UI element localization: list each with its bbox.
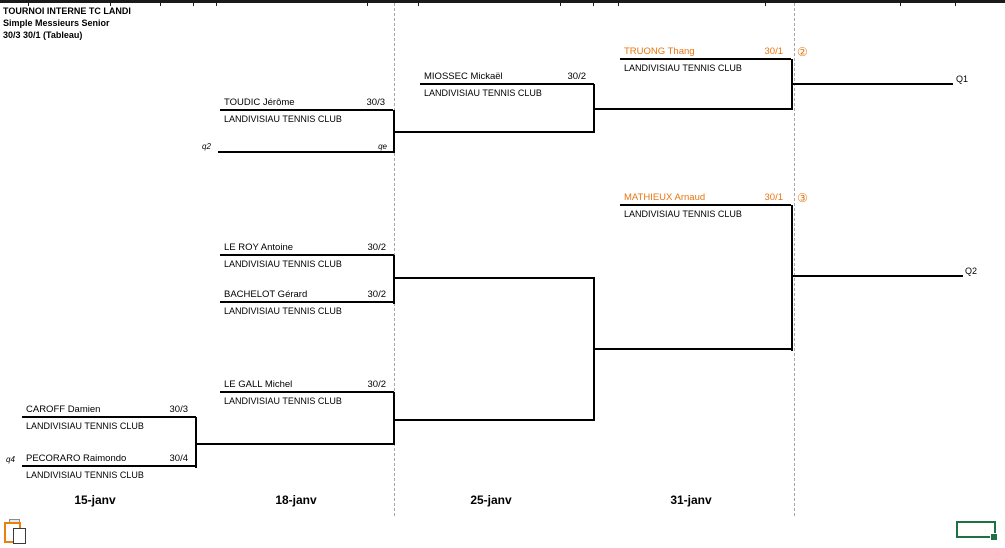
column-tick bbox=[418, 3, 419, 6]
column-tick bbox=[955, 3, 956, 6]
bracket-line-toudic-winner bbox=[393, 131, 595, 133]
round-date-1: 15-janv bbox=[74, 493, 116, 507]
player-club: LANDIVISIAU TENNIS CLUB bbox=[624, 63, 742, 73]
player-club: LANDIVISIAU TENNIS CLUB bbox=[224, 114, 342, 124]
bracket-joint bbox=[393, 110, 395, 153]
bracket-entry-bachelot: BACHELOT Gérard 30/2 LANDIVISIAU TENNIS C… bbox=[220, 288, 394, 316]
bracket-entry-leroy: LE ROY Antoine 30/2 LANDIVISIAU TENNIS CL… bbox=[220, 241, 394, 269]
player-rating: 30/2 bbox=[367, 289, 387, 300]
bracket-line-leroy-winner bbox=[393, 277, 595, 279]
fill-handle[interactable] bbox=[990, 533, 998, 541]
bracket-line-miossec-winner bbox=[593, 108, 793, 110]
player-rating: 30/4 bbox=[169, 453, 189, 464]
player-club: LANDIVISIAU TENNIS CLUB bbox=[224, 396, 342, 406]
player-name: LE GALL Michel bbox=[224, 379, 293, 390]
bracket-joint bbox=[393, 392, 395, 445]
player-rating: 30/3 bbox=[366, 97, 386, 108]
player-name: BACHELOT Gérard bbox=[224, 289, 308, 300]
player-name: MATHIEUX Arnaud bbox=[624, 192, 706, 203]
paste-options-icon[interactable] bbox=[4, 519, 31, 546]
player-name: MIOSSEC Mickaël bbox=[424, 71, 503, 82]
selected-cell-outline[interactable] bbox=[956, 521, 996, 538]
player-club: LANDIVISIAU TENNIS CLUB bbox=[26, 470, 144, 480]
bracket-entry-toudic: TOUDIC Jérôme 30/3 LANDIVISIAU TENNIS CLU… bbox=[220, 96, 393, 124]
player-rating: 30/1 bbox=[764, 192, 784, 203]
player-club: LANDIVISIAU TENNIS CLUB bbox=[26, 421, 144, 431]
qualifier-slot-q2: q2 bbox=[202, 142, 211, 151]
player-club: LANDIVISIAU TENNIS CLUB bbox=[624, 209, 742, 219]
column-tick bbox=[110, 3, 111, 6]
column-tick bbox=[593, 3, 594, 6]
column-tick bbox=[193, 3, 194, 6]
bracket-entry-mathieux: MATHIEUX Arnaud 30/1 LANDIVISIAU TENNIS C… bbox=[620, 191, 791, 219]
column-tick bbox=[160, 3, 161, 6]
round-date-4: 31-janv bbox=[670, 493, 712, 507]
page-break-line bbox=[794, 3, 795, 516]
column-tick bbox=[560, 3, 561, 6]
bracket-line-caroff-winner bbox=[195, 443, 395, 445]
column-tick bbox=[216, 3, 217, 6]
round-date-3: 25-janv bbox=[470, 493, 512, 507]
output-label-q2: Q2 bbox=[965, 266, 978, 276]
player-rating: 30/2 bbox=[367, 242, 387, 253]
tournament-title: TOURNOI INTERNE TC LANDI bbox=[3, 6, 131, 16]
column-tick bbox=[367, 3, 368, 6]
column-tick bbox=[900, 3, 901, 6]
round-date-2: 18-janv bbox=[275, 493, 317, 507]
bracket-line-qualifier-slot bbox=[218, 151, 394, 153]
clipboard-document-icon bbox=[13, 528, 26, 544]
bracket-joint bbox=[791, 59, 793, 110]
column-tick bbox=[28, 3, 29, 6]
bracket-entry-miossec: MIOSSEC Mickaël 30/2 LANDIVISIAU TENNIS C… bbox=[420, 70, 594, 98]
player-rating: 30/2 bbox=[367, 379, 387, 390]
bracket-joint bbox=[593, 84, 595, 133]
qualifier-tag-q4: q4 bbox=[6, 455, 15, 464]
bracket-line-q1 bbox=[791, 83, 953, 85]
bracket-joint bbox=[791, 205, 793, 351]
player-name: TOUDIC Jérôme bbox=[224, 97, 295, 108]
seed-badge-2: ② bbox=[797, 45, 808, 59]
player-name: CAROFF Damien bbox=[26, 404, 101, 415]
bracket-joint bbox=[593, 277, 595, 421]
player-rating: 30/1 bbox=[764, 46, 784, 57]
output-label-q1: Q1 bbox=[956, 74, 969, 84]
tournament-subtitle: Simple Messieurs Senior bbox=[3, 18, 110, 28]
bracket-entry-legall: LE GALL Michel 30/2 LANDIVISIAU TENNIS CL… bbox=[220, 378, 394, 406]
bracket-line-legall-winner bbox=[393, 419, 595, 421]
player-club: LANDIVISIAU TENNIS CLUB bbox=[224, 259, 342, 269]
player-rating: 30/2 bbox=[567, 71, 587, 82]
seed-badge-3: ③ bbox=[797, 191, 808, 205]
bracket-joint bbox=[195, 417, 197, 468]
tournament-header: TOURNOI INTERNE TC LANDI Simple Messieur… bbox=[3, 5, 131, 41]
qualifier-slot-qe: qe bbox=[378, 142, 387, 151]
player-name: LE ROY Antoine bbox=[224, 242, 294, 253]
column-tick bbox=[765, 3, 766, 6]
sheet-top-border bbox=[0, 0, 1005, 3]
player-name: PECORARO Raimondo bbox=[26, 453, 127, 464]
player-club: LANDIVISIAU TENNIS CLUB bbox=[224, 306, 342, 316]
column-tick bbox=[618, 3, 619, 6]
bracket-entry-caroff: CAROFF Damien 30/3 LANDIVISIAU TENNIS CLU… bbox=[22, 403, 196, 431]
bracket-line-semifinal-winner bbox=[593, 348, 793, 350]
player-rating: 30/3 bbox=[169, 404, 189, 415]
bracket-line-q2 bbox=[791, 275, 963, 277]
bracket-entry-pecoraro: PECORARO Raimondo 30/4 LANDIVISIAU TENNIS… bbox=[22, 452, 196, 480]
player-club: LANDIVISIAU TENNIS CLUB bbox=[424, 88, 542, 98]
bracket-joint bbox=[393, 255, 395, 304]
tournament-format: 30/3 30/1 (Tableau) bbox=[3, 30, 83, 40]
player-name: TRUONG Thang bbox=[624, 46, 695, 57]
bracket-entry-truong: TRUONG Thang 30/1 LANDIVISIAU TENNIS CLUB bbox=[620, 45, 791, 73]
